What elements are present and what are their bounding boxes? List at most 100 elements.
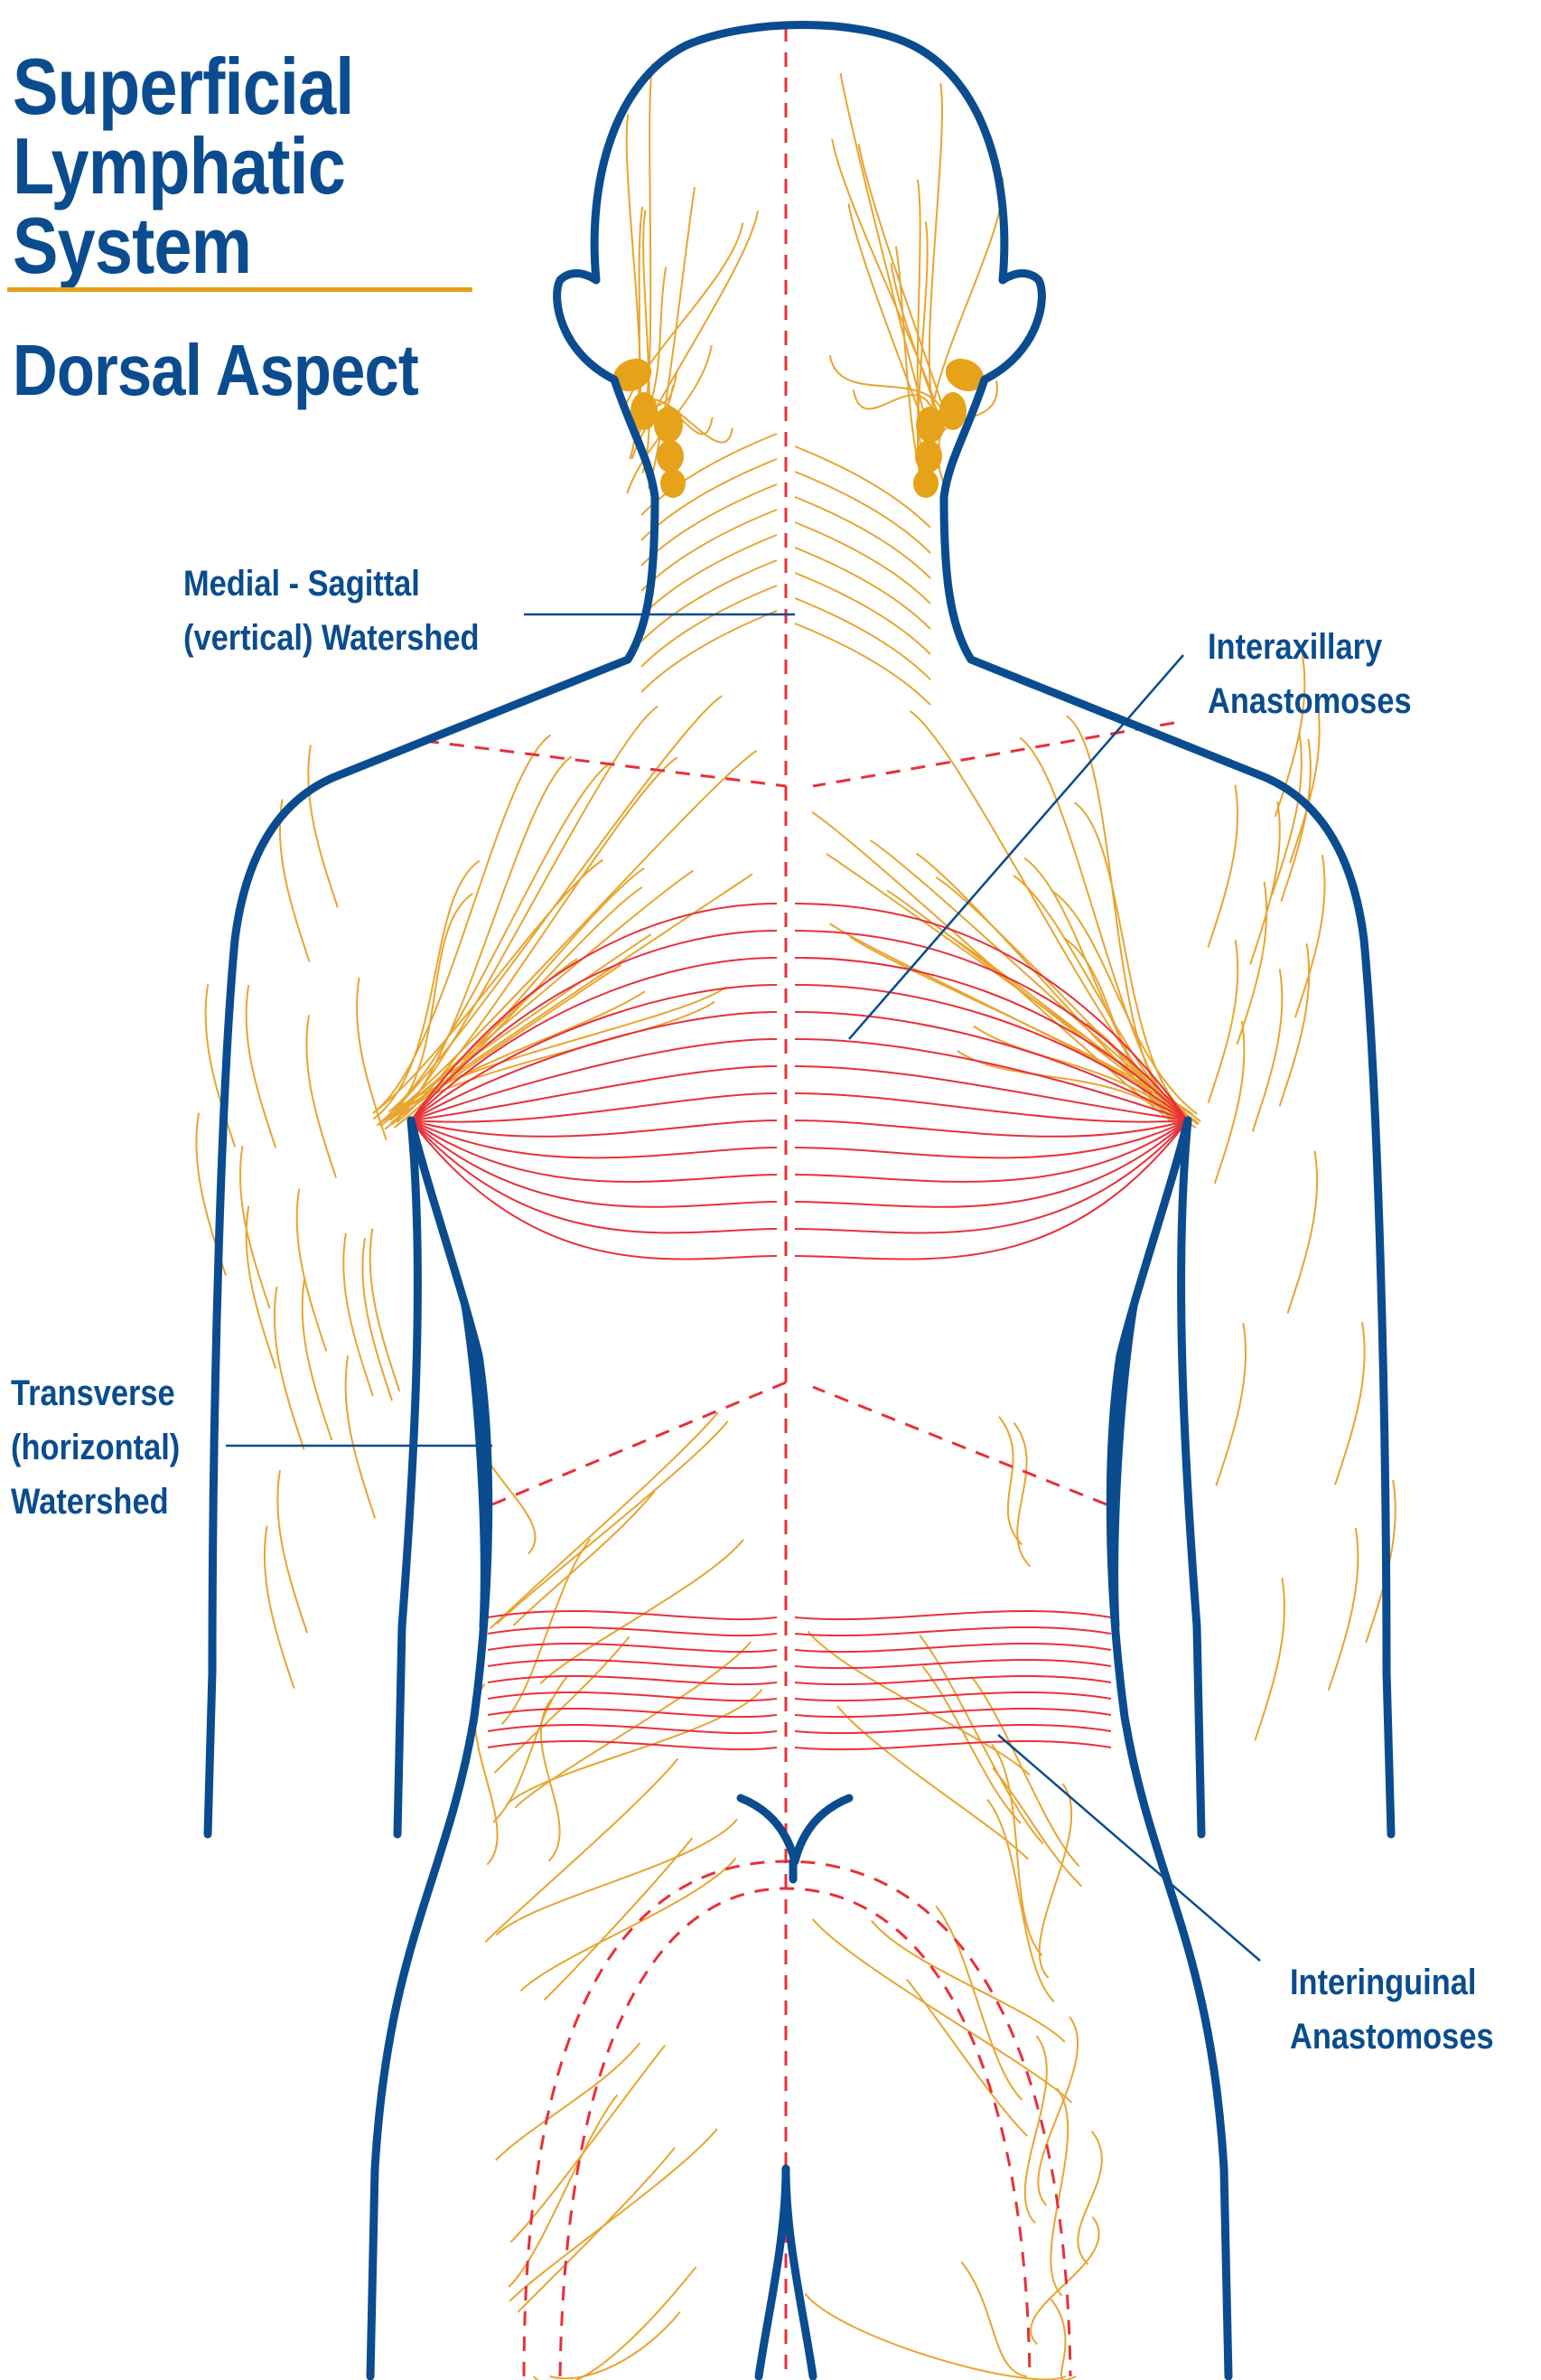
interaxillary-anastomosis — [411, 904, 777, 1120]
interaxillary-anastomosis — [795, 1120, 1188, 1260]
lower-torso-lymph-vessel — [872, 1921, 1065, 2042]
lower-torso-lymph-vessel — [808, 1631, 1029, 1775]
interaxillary-anastomosis — [795, 1093, 1188, 1122]
lower-torso-lymph-vessel — [513, 1491, 654, 1626]
interaxillary-anastomosis — [411, 1120, 777, 1137]
medial-label-line-1: Medial - Sagittal — [183, 557, 480, 611]
lower-torso-lymph-vessel — [486, 1758, 678, 1942]
lower-torso-lymph-vessel — [494, 1636, 629, 1773]
arm-lymph-vessel — [1287, 1151, 1317, 1314]
lower-torso-lymph-vessel — [1051, 2299, 1075, 2380]
lower-torso-lymph-vessel — [550, 2312, 680, 2379]
diagram-subtitle: Dorsal Aspect — [13, 334, 418, 407]
lower-torso-lymph-vessel — [1038, 2017, 1078, 2206]
lower-torso-lymph-vessel — [541, 1699, 560, 1861]
interinguinal-anastomosis — [795, 1692, 1111, 1701]
neck-lymph-vessel — [795, 472, 930, 553]
lower-torso-lymph-vessel — [518, 2148, 675, 2312]
transverse-label-line-2: (horizontal) — [11, 1420, 180, 1475]
interinguinal-label: Interinguinal Anastomoses — [1290, 1955, 1494, 2064]
arm-lymph-vessel — [346, 1355, 376, 1518]
arm-lymph-vessel — [357, 978, 387, 1140]
interaxillary-anastomosis — [795, 1120, 1188, 1137]
interaxillary-anastomosis — [795, 931, 1188, 1120]
arm-lymph-vessel — [1329, 1528, 1359, 1691]
interinguinal-anastomosis — [488, 1627, 777, 1635]
right-inner-arm-outline — [1181, 1120, 1201, 1834]
upper-torso-lymph-vessel — [812, 812, 1176, 1125]
arm-lymph-vessel — [1237, 882, 1267, 1045]
interinguinal-anastomosis — [488, 1692, 777, 1701]
arm-lymph-vessel — [275, 1287, 304, 1449]
interinguinal-anastomosis — [795, 1741, 1111, 1749]
arm-lymph-vessel — [1335, 1322, 1365, 1485]
arm-lymph-vessel — [1280, 943, 1310, 1106]
lower-torso-lymph-vessel — [496, 1819, 736, 1935]
interinguinal-leader-line — [998, 1735, 1260, 1961]
anastomosis-vessels — [411, 904, 1188, 1749]
superficial-lymph-vessels — [196, 63, 1395, 2380]
head-lymph-vessel — [929, 83, 942, 414]
arm-lymph-vessel — [303, 1278, 332, 1440]
arm-lymph-vessel — [306, 1015, 336, 1177]
arm-lymph-vessel — [1209, 941, 1238, 1103]
interaxillary-label-line-2: Anastomoses — [1208, 674, 1412, 728]
lower-torso-lymph-vessel — [961, 2262, 1027, 2376]
upper-left-transverse-watershed — [425, 741, 786, 786]
diagram-title: Superficial Lymphatic System — [13, 47, 482, 286]
arm-lymph-vessel — [247, 985, 276, 1148]
lower-torso-lymph-vessel — [936, 1906, 1022, 2099]
head-lymph-vessel — [642, 211, 649, 473]
upper-torso-lymph-vessel — [387, 871, 693, 1121]
transverse-label-line-3: Watershed — [11, 1475, 180, 1529]
lower-torso-lymph-vessel — [507, 1690, 762, 1805]
arm-lymph-vessel — [297, 1188, 327, 1351]
lower-torso-lymph-vessel — [1078, 2132, 1101, 2264]
left-shoulder-arm-outline — [208, 497, 655, 1834]
neck-lymph-vessel — [795, 446, 930, 528]
upper-torso-lymph-vessel — [385, 707, 658, 1129]
lower-torso-lymph-vessel — [993, 1767, 1081, 1886]
arm-lymph-vessel — [1253, 969, 1283, 1131]
arm-lymph-vessel — [265, 1526, 294, 1689]
arm-lymph-vessel — [308, 745, 338, 907]
title-divider — [7, 287, 472, 292]
interinguinal-anastomosis — [488, 1611, 777, 1619]
lower-torso-lymph-vessel — [534, 2267, 696, 2380]
left-inner-arm-outline — [397, 1120, 417, 1834]
interaxillary-label-line-1: Interaxillary — [1208, 620, 1412, 674]
lower-torso-lymph-vessel — [493, 1677, 566, 1822]
lower-torso-lymph-vessel — [813, 1919, 1072, 2103]
medial-label-line-2: (vertical) Watershed — [183, 611, 480, 665]
transverse-label-line-1: Transverse — [11, 1366, 180, 1420]
lower-torso-lymph-vessel — [509, 2095, 617, 2288]
lower-torso-lymph-vessel — [1051, 2088, 1068, 2296]
interinguinal-anastomosis — [488, 1709, 777, 1717]
legs-inner-outline — [759, 2169, 813, 2376]
interinguinal-label-line-1: Interinguinal — [1290, 1955, 1494, 2010]
arm-lymph-vessel — [343, 1233, 373, 1396]
interaxillary-label: Interaxillary Anastomoses — [1208, 620, 1412, 728]
upper-torso-lymph-vessel — [887, 890, 1183, 1115]
interaxillary-anastomosis — [411, 1039, 777, 1120]
upper-torso-lymph-vessel — [397, 757, 677, 1122]
arm-lymph-vessel — [370, 1229, 400, 1391]
interinguinal-label-line-2: Anastomoses — [1290, 2010, 1494, 2064]
interinguinal-anastomosis — [488, 1644, 777, 1652]
neck-lymph-vessel — [641, 459, 777, 540]
interaxillary-anastomosis — [411, 1093, 777, 1122]
interaxillary-anastomosis — [411, 1120, 777, 1157]
arm-lymph-vessel — [247, 1206, 276, 1369]
right-torso-outline — [1110, 1120, 1228, 2376]
head-lymph-vessel — [832, 139, 933, 398]
left-torso-outline — [370, 1120, 489, 2376]
transverse-watershed-label: Transverse (horizontal) Watershed — [11, 1366, 180, 1529]
arm-lymph-vessel — [1295, 855, 1325, 1017]
arm-lymph-vessel — [1281, 739, 1311, 902]
lower-left-transverse-watershed — [492, 1382, 786, 1504]
upper-torso-lymph-vessel — [378, 696, 722, 1124]
arm-lymph-vessel — [1216, 1323, 1246, 1485]
upper-right-transverse-watershed — [813, 723, 1174, 786]
lower-torso-lymph-vessel — [496, 2043, 640, 2160]
arm-lymph-vessel — [280, 799, 310, 961]
